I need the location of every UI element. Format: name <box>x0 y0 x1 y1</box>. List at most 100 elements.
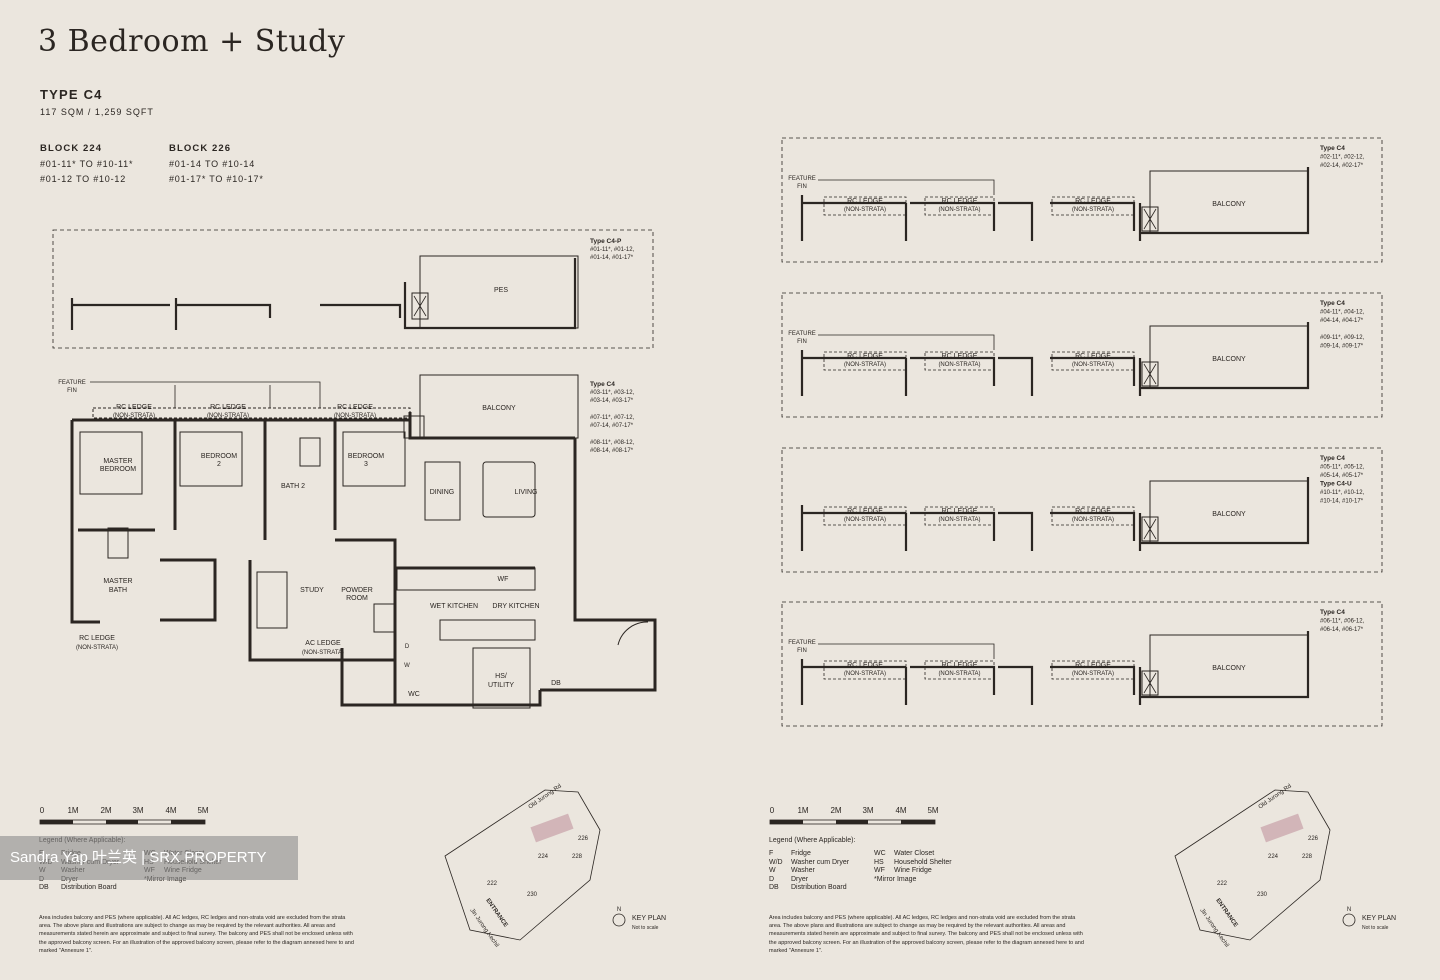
north-arrow-icon <box>1342 913 1356 927</box>
svg-text:#01-14, #01-17*: #01-14, #01-17* <box>590 255 634 261</box>
strip-type: Type C4-P <box>590 238 622 245</box>
rc-ledge-sub: (NON-STRATA) <box>844 207 886 213</box>
rc-ledge-sub: (NON-STRATA) <box>1072 517 1114 523</box>
variant-unit-line: #09-14, #09-17* <box>1320 344 1364 350</box>
svg-text:STUDY: STUDY <box>300 587 324 594</box>
rc-ledge-label: RC LEDGE <box>847 662 883 669</box>
north-arrow-icon <box>612 913 626 927</box>
feature-fin-sub: FIN <box>797 648 807 654</box>
svg-text:BEDROOM: BEDROOM <box>348 453 384 460</box>
svg-text:0: 0 <box>770 806 775 815</box>
disclaimer-note-right: Area includes balcony and PES (where app… <box>769 915 1084 954</box>
svg-text:BEDROOM: BEDROOM <box>201 453 237 460</box>
legend-right: Legend (Where Applicable): <box>769 837 856 844</box>
balcony-label: BALCONY <box>1212 201 1246 208</box>
watermark: Sandra Yap 叶兰英 | SRX PROPERTY <box>0 836 298 880</box>
svg-text:DINING: DINING <box>430 489 455 496</box>
svg-text:(NON-STRATA): (NON-STRATA) <box>207 413 249 419</box>
variant-strips: Type C4 #02-11*, #02-12, #02-14, #02-17* RC… <box>769 137 1396 949</box>
svg-text:2: 2 <box>217 461 221 468</box>
rc-ledge-label: RC LEDGE <box>847 198 883 205</box>
svg-text:#03-11*, #03-12,: #03-11*, #03-12, <box>590 390 635 396</box>
svg-text:KEY PLAN: KEY PLAN <box>632 915 666 922</box>
variant-unit-line: #05-14, #05-17* <box>1320 473 1364 479</box>
svg-text:BEDROOM: BEDROOM <box>100 466 136 473</box>
key-plan-right: Old Jurong Rd Jln Jurong Kechil ENTRANCE… <box>1174 783 1396 949</box>
rc-ledge-label: RC LEDGE <box>942 662 978 669</box>
svg-text:BATH 2: BATH 2 <box>281 483 305 490</box>
svg-text:WET KITCHEN: WET KITCHEN <box>430 603 478 610</box>
svg-text:N: N <box>1347 907 1351 913</box>
rc-ledge-label: RC LEDGE <box>942 353 978 360</box>
block-224: BLOCK 224 #01-11* TO #10-11* #01-12 TO #… <box>40 143 133 187</box>
variant-unit-line: #06-11*, #06-12, <box>1320 619 1365 625</box>
svg-text:Not to scale: Not to scale <box>1362 925 1389 931</box>
svg-text:ENTRANCE: ENTRANCE <box>484 898 508 929</box>
rc-ledge-sub: (NON-STRATA) <box>844 362 886 368</box>
svg-text:RC LEDGE: RC LEDGE <box>116 404 152 411</box>
main-floor-plan: Type C4 #03-11*, #03-12, #03-14, #03-17*… <box>58 374 657 709</box>
svg-text:5M: 5M <box>197 806 208 815</box>
svg-text:HS/: HS/ <box>495 673 507 680</box>
svg-text:224: 224 <box>538 854 549 860</box>
rc-ledge-sub: (NON-STRATA) <box>1072 671 1114 677</box>
svg-text:222: 222 <box>487 881 498 887</box>
svg-text:3M: 3M <box>132 806 143 815</box>
variant-unit-line: #02-11*, #02-12, <box>1320 155 1365 161</box>
floor-plan-drawing: Type C4-P #01-11*, #01-12, #01-14, #01-1… <box>39 229 666 949</box>
svg-text:#08-11*, #08-12,: #08-11*, #08-12, <box>590 440 635 446</box>
unit-range: #01-14 TO #10-14 <box>169 159 256 169</box>
svg-text:ENTRANCE: ENTRANCE <box>1214 898 1238 929</box>
variant-unit-line: Type C4-U <box>1320 481 1352 488</box>
svg-text:228: 228 <box>572 854 583 860</box>
svg-text:0: 0 <box>40 806 45 815</box>
key-plan: Old Jurong Rd Jln Jurong Kechil ENTRANCE… <box>444 783 666 949</box>
rc-ledge-sub: (NON-STRATA) <box>844 517 886 523</box>
ground-floor-strip: Type C4-P #01-11*, #01-12, #01-14, #01-1… <box>52 229 654 349</box>
svg-text:3: 3 <box>364 461 368 468</box>
svg-text:2M: 2M <box>830 806 841 815</box>
rc-ledge-label: RC LEDGE <box>1075 198 1111 205</box>
svg-text:LIVING: LIVING <box>515 489 538 496</box>
block-name: BLOCK 226 <box>169 143 232 154</box>
variant-unit-line: #05-11*, #05-12, <box>1320 465 1365 471</box>
block-226: BLOCK 226 #01-14 TO #10-14 #01-17* TO #1… <box>169 143 264 187</box>
rc-ledge-sub: (NON-STRATA) <box>1072 362 1114 368</box>
rc-ledge-label: RC LEDGE <box>1075 662 1111 669</box>
balcony-label: BALCONY <box>1212 356 1246 363</box>
shaft-icon <box>1141 516 1159 542</box>
variant-unit-line: Type C4 <box>1320 609 1345 616</box>
svg-text:230: 230 <box>1257 892 1268 898</box>
variant-unit-line: #06-14, #06-17* <box>1320 627 1364 633</box>
pes-label: PES <box>494 287 508 294</box>
variant-unit-line: #04-11*, #04-12, <box>1320 310 1365 316</box>
svg-text:222: 222 <box>1217 881 1228 887</box>
svg-text:2M: 2M <box>100 806 111 815</box>
svg-text:DB: DB <box>551 680 561 687</box>
page-title: 3 Bedroom + Study <box>38 24 346 59</box>
svg-text:4M: 4M <box>895 806 906 815</box>
svg-text:RC LEDGE: RC LEDGE <box>337 404 373 411</box>
svg-text:MASTER: MASTER <box>103 578 132 585</box>
svg-text:228: 228 <box>1302 854 1313 860</box>
svg-text:226: 226 <box>1308 836 1319 842</box>
shaft-icon <box>1141 361 1159 387</box>
variant-strip: Type C4 #05-11*, #05-12, #05-14, #05-17* Ty… <box>781 447 1383 573</box>
variant-unit-line: Type C4 <box>1320 455 1345 462</box>
unit-type: TYPE C4 <box>40 87 103 102</box>
svg-text:#01-11*, #01-12,: #01-11*, #01-12, <box>590 247 635 253</box>
svg-text:3M: 3M <box>862 806 873 815</box>
svg-text:DRY KITCHEN: DRY KITCHEN <box>492 603 539 610</box>
svg-text:AC LEDGE: AC LEDGE <box>305 640 341 647</box>
svg-text:1M: 1M <box>67 806 78 815</box>
shaft-icon <box>1141 670 1159 696</box>
svg-text:5M: 5M <box>927 806 938 815</box>
svg-text:MASTER: MASTER <box>103 458 132 465</box>
variant-unit-line: Type C4 <box>1320 300 1345 307</box>
variant-unit-line: #02-14, #02-17* <box>1320 163 1364 169</box>
block-name: BLOCK 224 <box>40 143 103 154</box>
rc-ledge-sub: (NON-STRATA) <box>938 671 980 677</box>
svg-text:#08-14, #08-17*: #08-14, #08-17* <box>590 448 634 454</box>
shaft-icon <box>1141 206 1159 232</box>
